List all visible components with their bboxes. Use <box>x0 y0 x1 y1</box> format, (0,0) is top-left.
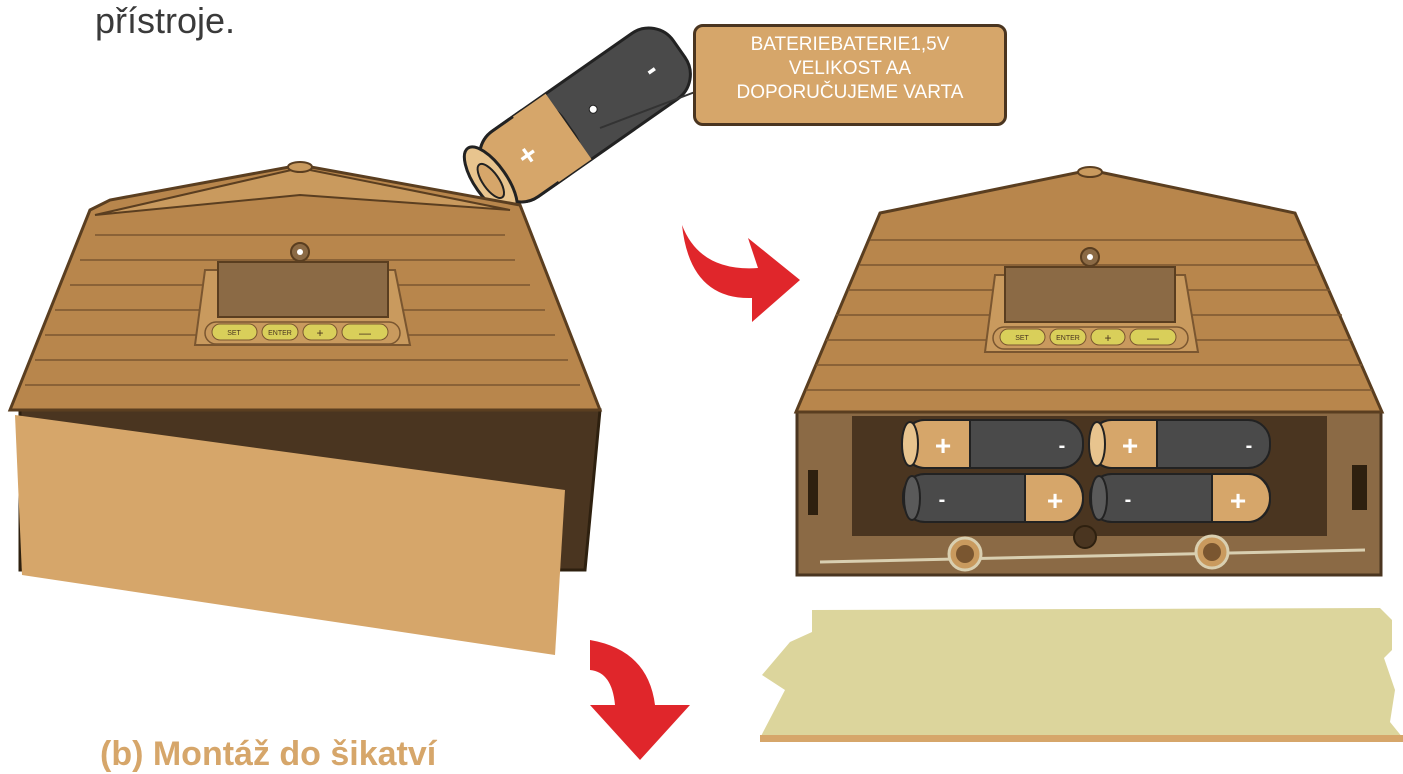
left-plus-button-label: + <box>316 326 323 340</box>
loose-battery: + - <box>455 16 702 223</box>
house-right: SET ENTER + — <box>796 167 1382 575</box>
svg-text:-: - <box>1059 435 1066 457</box>
battery-4: + - <box>1090 474 1270 522</box>
svg-text:-: - <box>939 489 946 511</box>
svg-text:-: - <box>1125 489 1132 511</box>
battery-callout: BATERIEBATERIE1,5V VELIKOST AA DOPORUČUJ… <box>693 24 1007 126</box>
svg-text:-: - <box>1246 435 1253 457</box>
right-minus-button-label: — <box>1147 331 1159 345</box>
back-board <box>760 608 1403 742</box>
left-set-button-label: SET <box>227 330 241 337</box>
callout-line-1: BATERIEBATERIE1,5V <box>696 33 1004 57</box>
svg-text:+: + <box>1122 430 1138 461</box>
callout-line-2: VELIKOST AA <box>696 57 1004 81</box>
svg-text:+: + <box>935 430 951 461</box>
svg-text:+: + <box>1230 485 1246 516</box>
arrow-right <box>682 225 800 322</box>
svg-text:+: + <box>1047 485 1063 516</box>
house-left: SET ENTER + — <box>10 162 600 655</box>
left-enter-button-label: ENTER <box>268 330 292 337</box>
bottom-heading: (b) Montáž do šikatví <box>100 735 436 774</box>
battery-1: + - <box>902 420 1083 468</box>
right-enter-button-label: ENTER <box>1056 335 1080 342</box>
callout-line-3: DOPORUČUJEME VARTA <box>696 81 1004 105</box>
arrow-down <box>590 640 690 760</box>
battery-2: + - <box>1089 420 1270 468</box>
right-plus-button-label: + <box>1104 331 1111 345</box>
right-set-button-label: SET <box>1015 335 1029 342</box>
left-minus-button-label: — <box>359 326 371 340</box>
battery-3: + - <box>903 474 1083 522</box>
